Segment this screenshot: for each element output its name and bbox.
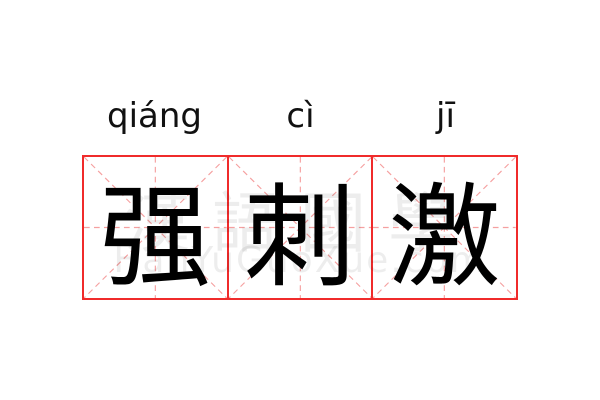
character-2: 刺 — [244, 172, 356, 303]
character-3: 激 — [388, 172, 501, 303]
guide-lines — [84, 157, 227, 298]
character-grid: 强 刺 激 — [82, 155, 518, 303]
guide-lines — [228, 157, 372, 298]
grid-cell-2: 刺 — [228, 157, 374, 303]
character-1: 强 — [99, 172, 212, 303]
pinyin-3: jī — [436, 96, 455, 136]
grid-cell-3: 激 — [373, 157, 517, 303]
pinyin-2: cì — [286, 96, 315, 136]
pinyin-1: qiáng — [107, 96, 202, 136]
guide-lines — [373, 157, 517, 298]
grid-cell-1: 强 — [84, 157, 229, 303]
